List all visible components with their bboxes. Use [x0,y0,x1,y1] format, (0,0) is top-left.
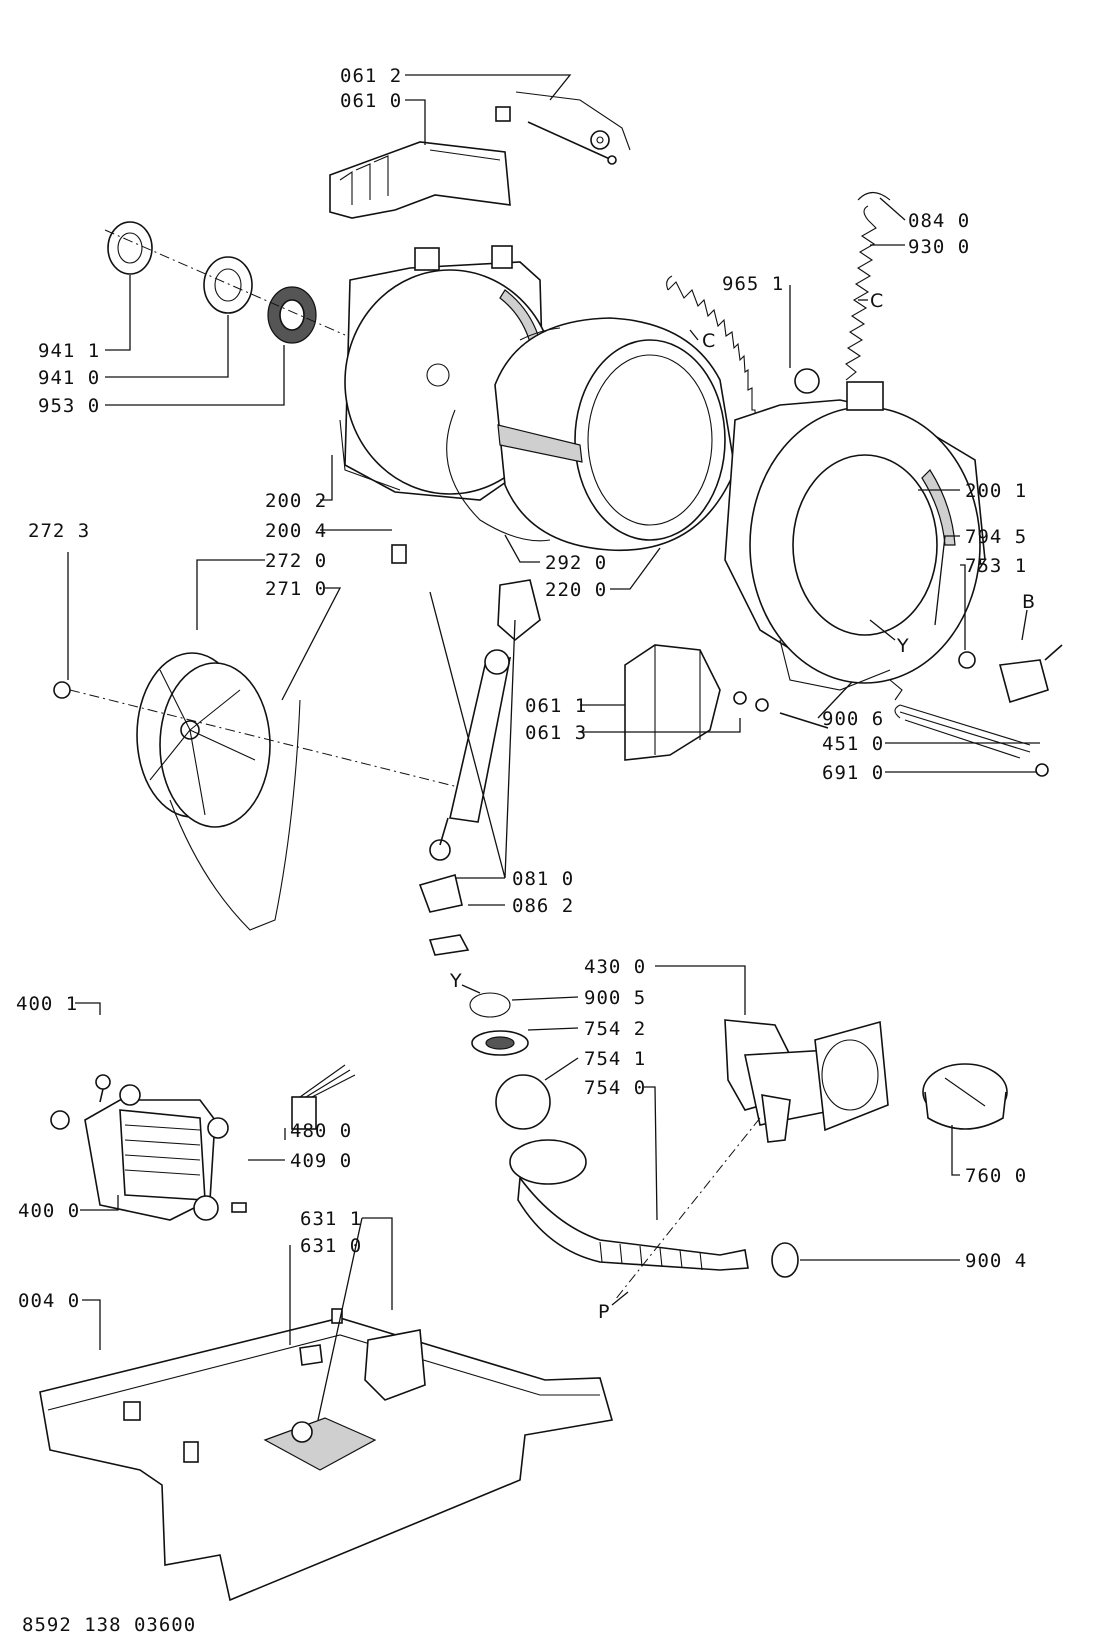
ball-valve [495,1074,551,1130]
drain-pump [724,1019,889,1143]
letter-y-pump: Y [449,970,462,992]
document-code: 8592 138 03600 [22,1614,197,1636]
label-754-0: 754 0 [584,1077,646,1099]
label-480-0: 480 0 [290,1120,352,1142]
label-400-1: 400 1 [16,993,78,1015]
hose-clamp-bottom [771,1242,799,1278]
label-451-0: 451 0 [822,733,884,755]
label-400-0: 400 0 [18,1200,80,1222]
label-900-5: 900 5 [584,987,646,1009]
hose-clamp-top [469,992,511,1018]
label-061-2: 061 2 [340,65,402,87]
heating-element [894,704,1049,777]
base-frame [39,1308,614,1602]
label-271-0: 271 0 [265,578,327,600]
drive-pulley [136,652,271,828]
drive-belt [169,699,301,931]
label-941-0: 941 0 [38,367,100,389]
spring-left [666,275,757,441]
front-tub [724,368,986,691]
pulley-nut [53,681,71,699]
shock-absorber [429,579,541,861]
motor [50,1084,229,1221]
spring-hook [857,191,891,201]
label-220-0: 220 0 [545,579,607,601]
label-691-0: 691 0 [822,762,884,784]
label-794-5: 794 5 [965,526,1027,548]
label-086-2: 086 2 [512,895,574,917]
letter-p: P [598,1301,609,1323]
drain-filter [922,1063,1008,1130]
drum [494,317,736,552]
label-753-1: 753 1 [965,555,1027,577]
sump-hose [509,1139,749,1271]
motor-screw [95,1074,111,1103]
label-272-0: 272 0 [265,550,327,572]
small-seal [958,651,976,669]
counterweight-top [329,141,511,219]
label-900-4: 900 4 [965,1250,1027,1272]
letter-c-right: C [870,290,883,312]
label-004-0: 004 0 [18,1290,80,1312]
bearing-large [203,256,253,314]
label-409-0: 409 0 [290,1150,352,1172]
bolt-kit-top [495,91,631,165]
heater-clip [889,679,903,701]
label-760-0: 760 0 [965,1165,1027,1187]
carbon-brush [231,1202,247,1213]
tub-seal-band [446,409,551,542]
label-941-1: 941 1 [38,340,100,362]
label-754-2: 754 2 [584,1018,646,1040]
label-061-1: 061 1 [525,695,587,717]
spring-right [845,205,877,381]
letter-c-left: C [702,330,715,352]
label-272-3: 272 3 [28,520,90,542]
counterweight-front [624,644,829,761]
label-754-1: 754 1 [584,1048,646,1070]
tub-clip [391,544,407,564]
label-200-4: 200 4 [265,520,327,542]
temperature-sensor [998,644,1063,704]
label-965-1: 965 1 [722,273,784,295]
label-953-0: 953 0 [38,395,100,417]
label-061-0: 061 0 [340,90,402,112]
shock-mount [418,873,463,913]
label-900-6: 900 6 [822,708,884,730]
letter-b: B [1022,591,1035,613]
label-930-0: 930 0 [908,236,970,258]
label-430-0: 430 0 [584,956,646,978]
label-081-0: 081 0 [512,868,574,890]
leader-lines [67,74,1040,1421]
label-200-2: 200 2 [265,490,327,512]
label-631-1: 631 1 [300,1208,362,1230]
connector-block [291,1064,356,1130]
label-292-0: 292 0 [545,552,607,574]
bearing-small [107,221,153,275]
hose-axis [614,1117,761,1301]
label-084-0: 084 0 [908,210,970,232]
label-200-1: 200 1 [965,480,1027,502]
valve-seal [471,1030,529,1056]
label-631-0: 631 0 [300,1235,362,1257]
mount-clip [428,934,470,956]
seal-ring [267,286,317,344]
label-061-3: 061 3 [525,722,587,744]
letter-y-front: Y [896,635,909,657]
